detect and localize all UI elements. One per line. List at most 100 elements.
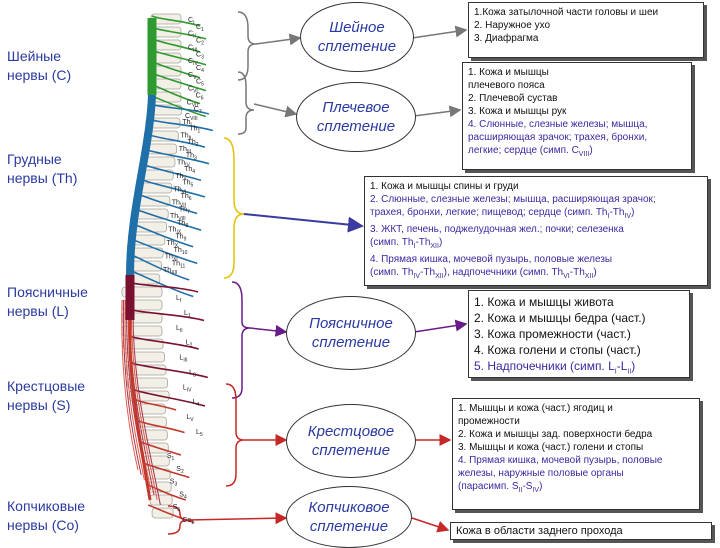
region-label-coccygeal: Копчиковые нервы (Со) [7,498,85,533]
info-line: 5. Надпочечники (симп. LI-LII) [474,359,636,376]
vertebra-label: CVII [187,99,198,108]
arrow-brachial-plexus-to-box [413,105,462,118]
info-line: промежности [458,416,520,427]
arrow-to-thoracic-box [243,213,364,233]
vertebra-label: Th1 [189,126,200,135]
cord-segment-thoracic [126,94,156,276]
info-line: 2. Кожа и мышцы бедра (част.) [474,311,646,325]
info-line: 3. ЖКТ, печень, поджелудочная жел.; почк… [370,224,624,235]
info-line: (симп. ThI-ThXII) [370,237,443,250]
vertebra-label: S3 [170,479,178,488]
vertebra-label: Co1 [182,517,194,526]
vertebra [149,494,173,506]
bracket-brachial [237,71,255,135]
vertebra-label: Th5 [182,180,193,189]
arrow-to-coccygeal-plexus [187,512,288,525]
vertebra-label: ThII [180,132,191,141]
cauda-equina-strand [122,299,142,476]
bracket-sacral [225,383,245,487]
vertebra-label: Th7 [179,206,190,215]
info-line: 2. Слюнные, слезные железы; мышца, расши… [370,194,656,205]
spinal-nerve [138,193,198,215]
info-line: 1. Кожа и мышцы спины и груди [370,181,519,192]
vertebra-label: Th9 [175,233,186,242]
vertebra-label: L2 [186,340,193,349]
vertebra-label: Th10 [174,247,188,256]
info-line: (симп. ThIV-ThXII), надпочечники (симп. … [370,267,597,280]
spinal-nerve [136,208,202,231]
bracket-cervical [237,11,257,81]
vertebra-label: Th3 [186,153,197,162]
vertebra-label: ThXII [163,267,177,276]
vertebra-label: CII [188,31,196,40]
region-label-sacral: Крестцовые нервы (S) [7,378,86,413]
plexus-coccygeal: Копчиковое сплетение [286,486,412,548]
info-line: 4. Прямая кишка, мочевой пузырь, половые… [370,254,613,265]
spinal-nerve [134,223,194,248]
vertebra-label: C3 [196,51,204,60]
vertebra-label: CVIII [185,113,198,122]
plexus-sacral: Крестцовое сплетение [286,404,416,478]
info-line: трахея, бронхи, легкие; пищевод; сердце … [370,207,635,220]
spinal-nerve [147,504,195,524]
info-line: 1. Мышцы и кожа (част.) ягодиц и [458,403,613,414]
vertebra-label: ThIX [168,227,182,236]
vertebra-label: C6 [196,92,204,101]
vertebra-label: C4 [196,65,204,74]
region-label-lumbar: Поясничные нервы (L) [7,284,88,319]
plexus-cervical: Шейное сплетение [300,2,414,72]
info-line: расширяющая зрачок; трахея, бронхи, [468,132,648,143]
vertebra-label: S2 [176,466,184,475]
vertebra-label: LIV [183,384,192,393]
vertebra-label: CVI [188,86,198,95]
arrow-to-brachial-plexus [253,103,298,118]
vertebra-label: L4 [193,399,200,408]
vertebra-label: ThI [182,119,192,128]
arrow-coccygeal-plexus-to-box [411,517,450,533]
info-box-coccygeal: Кожа в области заднего прохода [450,522,712,540]
vertebra-label: L3 [189,369,196,378]
vertebra-label: CV [188,72,197,81]
arrow-to-lumbar-plexus [249,324,288,337]
vertebra-label: S4 [179,491,187,500]
vertebra-label: Th11 [172,260,186,269]
info-line: легкие; сердце (симп. CVIII) [468,145,593,158]
vertebra-label: ThIII [179,146,191,155]
vertebra-label: LV [186,414,194,423]
cauda-equina-strand [124,299,145,481]
bracket-lumbar [231,281,251,399]
vertebra-label: Th6 [181,193,192,202]
spinal-nerve [138,420,185,434]
spinal-nerve [132,239,198,265]
vertebra-label: Th4 [184,166,195,175]
info-line: 3. Диафрагма [474,33,539,44]
info-line: железы, наружные половые органы [458,468,624,479]
info-box-sacral: 1. Мышцы и кожа (част.) ягодиц и промежн… [452,398,700,510]
arrow-cervical-plexus-to-box [411,25,468,39]
info-line: 4. Слюнные, слезные железы; мышца, [468,119,648,130]
vertebra-label: LIII [179,355,187,364]
info-box-thoracic: 1. Кожа и мышцы спины и груди 2. Слюнные… [364,176,708,286]
info-line: 1. Кожа и мышцы живота [474,295,614,309]
vertebra-label: S5 [173,504,181,513]
arrow-lumbar-plexus-to-box [413,319,468,333]
region-label-cervical: Шейные нервы (С) [7,48,72,83]
vertebra-label: CIII [188,44,197,53]
info-line: 1. Кожа и мышцы [468,67,549,78]
info-box-cervical: 1.Кожа затылочной части головы и шеи 2. … [468,2,704,58]
vertebra-label: CIV [188,58,198,67]
vertebra-label: ThXI [165,254,178,263]
vertebra-label: ThX [167,240,179,249]
vertebra-label: ThV [175,173,187,182]
vertebra-label: Th2 [188,139,199,148]
vertebra-label: ThVI [174,186,187,195]
info-line: 2. Наружное ухо [474,20,551,31]
info-line: Кожа в области заднего прохода [456,525,623,537]
info-line: 4. Кожа голени и стопы (част.) [474,343,641,357]
vertebra-label: LI [176,295,181,304]
info-line: 1.Кожа затылочной части головы и шеи [474,7,659,18]
vertebra-label: ThVII [172,200,186,209]
region-label-thoracic: Грудные нервы (Th) [7,151,78,186]
cauda-equina-strand [132,299,161,506]
vertebral-column [121,13,183,519]
